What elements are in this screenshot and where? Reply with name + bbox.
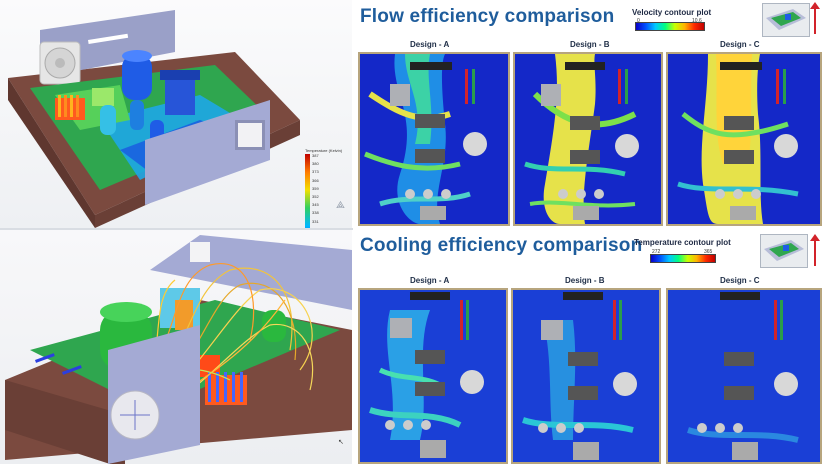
- temperature-plot-design-b: [511, 288, 661, 464]
- enclosure-model-bottom: [5, 235, 352, 464]
- enclosure-thumbnail: [760, 234, 808, 268]
- airflow-up-arrow-icon: [810, 2, 820, 34]
- velocity-plot-design-c: [666, 52, 822, 226]
- velocity-plot-design-a: [358, 52, 510, 226]
- temperature-plot-design-c: [666, 288, 822, 464]
- temperature-legend-bar: [650, 254, 716, 263]
- design-b-label: Design - B: [570, 40, 610, 49]
- design-a-label: Design - A: [410, 276, 450, 285]
- temperature-colorbar: [305, 154, 310, 228]
- cooling-title: Cooling efficiency comparison: [360, 235, 643, 256]
- temperature-legend-title: Temperature contour plot: [634, 238, 731, 247]
- design-c-label: Design - C: [720, 40, 760, 49]
- colorbar-title: Temperature (Kelvin): [305, 148, 343, 153]
- temperature-plot-design-a: [358, 288, 508, 464]
- transformer: [165, 75, 195, 115]
- airflow-up-arrow-icon: [810, 234, 820, 266]
- streamline-3d-view: ↖: [0, 230, 352, 464]
- design-a-label: Design - A: [410, 40, 450, 49]
- capacitor-large: [122, 55, 152, 100]
- flow-title: Flow efficiency comparison: [360, 6, 615, 27]
- colorbar-labels: 387 380 373 366 359 352 345 338 331 324 …: [312, 153, 319, 228]
- design-b-label: Design - B: [565, 276, 605, 285]
- cooling-efficiency-section: Cooling efficiency comparison Temperatur…: [352, 230, 824, 464]
- cursor-icon: ↖: [338, 439, 344, 446]
- flow-efficiency-section: Flow efficiency comparison Velocity cont…: [352, 0, 824, 228]
- design-c-label: Design - C: [720, 276, 760, 285]
- fan-icon: [39, 41, 81, 85]
- temperature-3d-view: Temperature (Kelvin) 387 380 373 366 359…: [0, 0, 352, 228]
- heat-sink: [55, 88, 114, 120]
- enclosure-thumbnail: [762, 3, 810, 37]
- enclosure-model-top: [8, 10, 300, 228]
- velocity-plot-design-b: [513, 52, 663, 226]
- velocity-legend-title: Velocity contour plot: [632, 8, 712, 17]
- axis-triad-icon: ⟁: [336, 200, 345, 211]
- velocity-legend-bar: [635, 22, 705, 31]
